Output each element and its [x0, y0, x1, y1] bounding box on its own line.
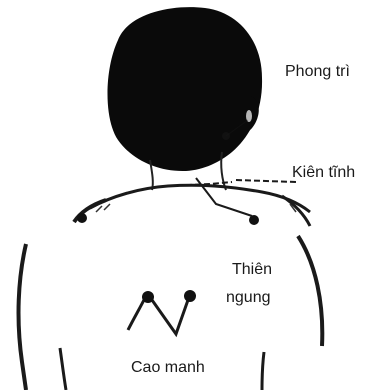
label-thien-ngung-line2: ngung [226, 288, 271, 308]
label-kien-tinh: Kiên tĩnh [292, 163, 355, 183]
collar-line [90, 185, 310, 212]
left-body-line [60, 348, 66, 390]
pointer-kien-tinh [168, 180, 296, 186]
right-body-line [262, 352, 264, 390]
acupoint-kien-tinh-left [77, 213, 87, 223]
head-silhouette [108, 7, 263, 171]
left-arm-outline [19, 244, 26, 390]
acupoint-thien-ngung-left [142, 291, 154, 303]
v-mark [152, 300, 188, 334]
label-thien-ngung-line1: Thiên [232, 260, 272, 280]
label-phong-tri: Phong trì [285, 62, 350, 82]
acupoint-thien-ngung-right [184, 290, 196, 302]
left-scapula-line [128, 296, 146, 330]
label-cao-manh: Cao manh [131, 358, 205, 378]
right-arm-outline [298, 236, 322, 346]
